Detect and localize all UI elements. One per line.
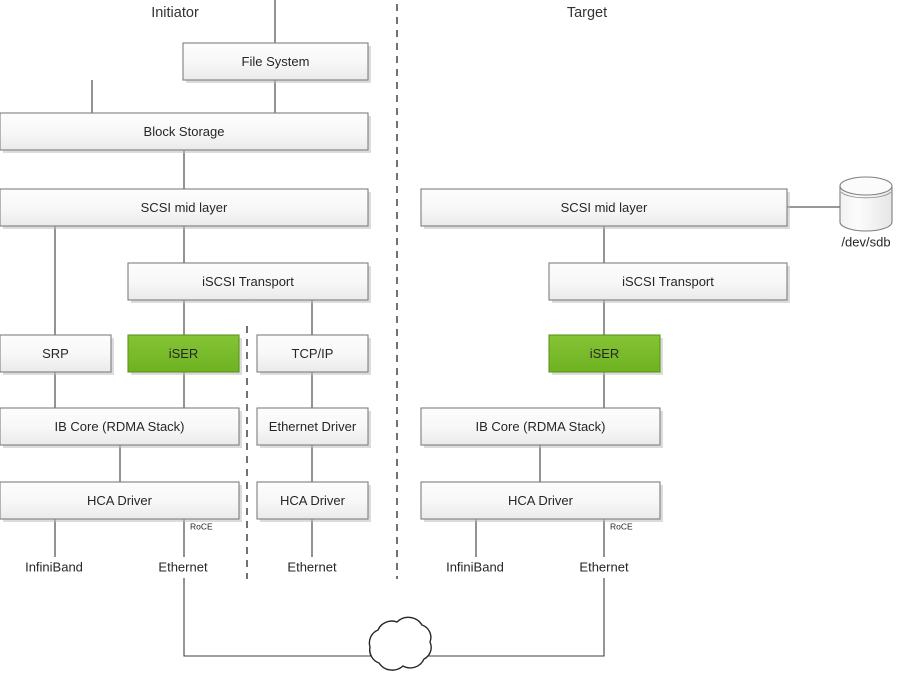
initiator-box-srp[interactable]: SRP [0, 334, 114, 375]
initiator-box-label-ib-core: IB Core (RDMA Stack) [54, 419, 184, 434]
initiator-box-tcp-ip[interactable]: TCP/IP [256, 334, 371, 375]
initiator-box-label-tcp-ip: TCP/IP [292, 346, 334, 361]
target-box-ib-core[interactable]: IB Core (RDMA Stack) [420, 407, 663, 448]
initiator-endpoint-ethernet-roce: Ethernet [158, 559, 208, 574]
initiator-box-ethernet-driver[interactable]: Ethernet Driver [256, 407, 371, 448]
initiator-box-label-block-storage: Block Storage [144, 124, 225, 139]
initiator-box-label-srp: SRP [42, 346, 69, 361]
initiator-endpoint-infiniband: InfiniBand [25, 559, 83, 574]
initiator-box-label-iscsi-transport: iSCSI Transport [202, 274, 294, 289]
storage-device-label: /dev/sdb [841, 234, 890, 249]
target-box-label-scsi-mid-layer: SCSI mid layer [561, 200, 648, 215]
initiator-box-iser[interactable]: iSER [127, 334, 242, 375]
initiator-box-label-hca-driver-ib: HCA Driver [87, 493, 153, 508]
target-column-title: Target [567, 5, 607, 21]
target-connectors [475, 206, 840, 557]
initiator-box-label-iser: iSER [169, 346, 199, 361]
storage-device-icon [839, 176, 893, 232]
target-box-label-ib-core: IB Core (RDMA Stack) [475, 419, 605, 434]
initiator-box-hca-driver-ib[interactable]: HCA Driver [0, 481, 242, 522]
initiator-box-label-ethernet-driver: Ethernet Driver [269, 419, 357, 434]
target-box-label-iscsi-transport: iSCSI Transport [622, 274, 714, 289]
target-box-label-hca-driver: HCA Driver [508, 493, 574, 508]
target-endpoint-ethernet-roce: Ethernet [579, 559, 629, 574]
initiator-box-hca-driver-eth[interactable]: HCA Driver [256, 481, 371, 522]
initiator-endpoint-ethernet-tcp: Ethernet [287, 559, 337, 574]
target-box-hca-driver[interactable]: HCA Driver [420, 481, 663, 522]
initiator-column-title: Initiator [151, 5, 199, 21]
initiator-box-scsi-mid-layer[interactable]: SCSI mid layer [0, 188, 371, 229]
target-box-label-iser: iSER [590, 346, 620, 361]
initiator-box-ib-core[interactable]: IB Core (RDMA Stack) [0, 407, 242, 448]
initiator-box-label-file-system: File System [242, 54, 310, 69]
initiator-box-iscsi-transport[interactable]: iSCSI Transport [127, 262, 371, 303]
target-endpoint-infiniband: InfiniBand [446, 559, 504, 574]
initiator-box-block-storage[interactable]: Block Storage [0, 112, 371, 153]
initiator-connectors [54, 0, 313, 557]
target-box-iscsi-transport[interactable]: iSCSI Transport [548, 262, 790, 303]
target-box-iser[interactable]: iSER [548, 334, 663, 375]
network-fabric-path [183, 578, 605, 657]
initiator-roce-label: RoCE [190, 521, 213, 531]
initiator-box-label-hca-driver-eth: HCA Driver [280, 493, 346, 508]
initiator-box-file-system[interactable]: File System [182, 42, 371, 83]
target-box-scsi-mid-layer[interactable]: SCSI mid layer [420, 188, 790, 229]
endpoints-layer: InfiniBand Ethernet Ethernet InfiniBand Ethe… [25, 559, 629, 574]
target-roce-label: RoCE [610, 521, 633, 531]
network-cloud-icon [368, 616, 432, 671]
initiator-box-label-scsi-mid-layer: SCSI mid layer [141, 200, 228, 215]
